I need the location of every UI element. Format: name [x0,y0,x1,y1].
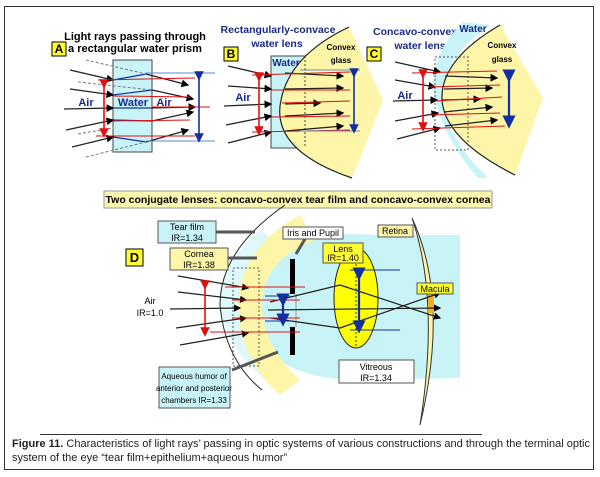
retina [411,217,434,426]
panel-c-letter-box [366,46,382,62]
iris-upper [290,259,295,294]
figure-caption: Figure 11. Characteristics of light rays… [12,437,592,465]
retina-label: Retina [382,226,408,236]
label-glass-b: glass [331,56,352,65]
iris-lower [290,327,295,355]
label-water-c: Water [459,24,487,35]
iris-pupil-label-box [282,226,344,240]
lens-label-box [322,242,364,264]
label-air-right: Air [156,97,172,109]
tear-film [219,230,282,388]
label-water-b: Water [272,58,300,69]
caption-label: Figure 11. [12,438,64,450]
vitreous-ir: IR=1.34 [360,373,392,383]
panel-d: D [125,204,460,426]
macula-label-box [416,282,454,295]
air-ir: IR=1.0 [137,308,164,318]
iris-pupil-label: Iris and Pupil [287,228,339,238]
panel-b: B Rectangularly-convace water lens Water… [221,24,383,179]
label-convex-b: Convex [327,43,356,52]
panel-c-letter: C [370,47,379,61]
caption-divider [40,434,482,435]
panel-d-banner: Two conjugate lenses: concavo-convex tea… [106,194,491,206]
panel-a: A Light rays passing through a rectangul… [51,31,215,158]
tear-film-label: Tear film [170,222,204,232]
aqueous-label-3: chambers IR=1.33 [161,396,227,405]
panel-b-title-2: water lens [250,38,303,50]
lens-ir: IR=1.40 [327,253,359,263]
retina-label-box [377,224,414,238]
panel-d-letter-box [125,248,144,267]
label-air-left: Air [78,97,94,109]
vitreous-label: Vitreous [360,362,393,372]
label-convex-c: Convex [488,41,517,50]
panel-d-letter: D [130,250,139,265]
water-meniscus [432,22,490,178]
aqueous-label-box [158,366,231,409]
panel-b-title-1: Rectangularly-convace [221,24,336,36]
label-water: Water [118,97,149,109]
macula-spot [428,287,434,313]
label-glass-c: glass [492,55,513,64]
air-label: Air [145,296,156,306]
convex-glass-c [441,25,543,175]
panel-c: C Concavo-convex water lens Water Convex… [366,22,543,178]
panel-b-letter-box [223,46,239,62]
macula-label: Macula [420,284,449,294]
panel-a-title-1: Light rays passing through [64,31,206,43]
cornea-label: Cornea [184,249,214,259]
cornea-ir: IR=1.38 [183,260,215,270]
cornea [238,215,315,395]
label-air-b: Air [235,92,251,104]
aqueous-label-1: Aqueous humor of [161,372,227,381]
tear-film-ir: IR=1.34 [171,233,203,243]
aqueous-label-2: anterior and posterior [156,384,232,393]
water-prism [112,59,153,153]
label-air-c: Air [397,90,413,102]
lens-label: Lens [333,244,353,254]
panel-d-banner-box [103,190,493,209]
panel-a-letter-box [51,41,67,57]
caption-text: Characteristics of light rays’ passing i… [12,438,590,464]
panel-c-title-2: water lens [393,40,446,52]
panel-c-title-1: Concavo-convex [373,26,457,38]
panel-a-title-2: a rectangular water prism [68,43,202,55]
panel-a-letter: A [55,42,64,56]
convex-glass [279,27,383,178]
vitreous-label-box [338,359,415,384]
panel-b-letter: B [227,47,236,61]
